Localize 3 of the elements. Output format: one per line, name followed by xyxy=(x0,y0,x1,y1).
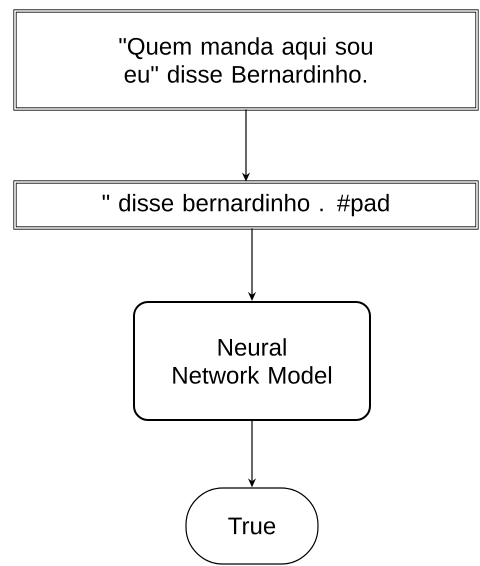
text-box: "Quem manda aqui sou eu" disse Bernardinho. xyxy=(13,9,479,111)
process-box: Neural Network Model xyxy=(133,301,371,421)
text-box: " disse bernardinho . #pad xyxy=(13,180,479,230)
